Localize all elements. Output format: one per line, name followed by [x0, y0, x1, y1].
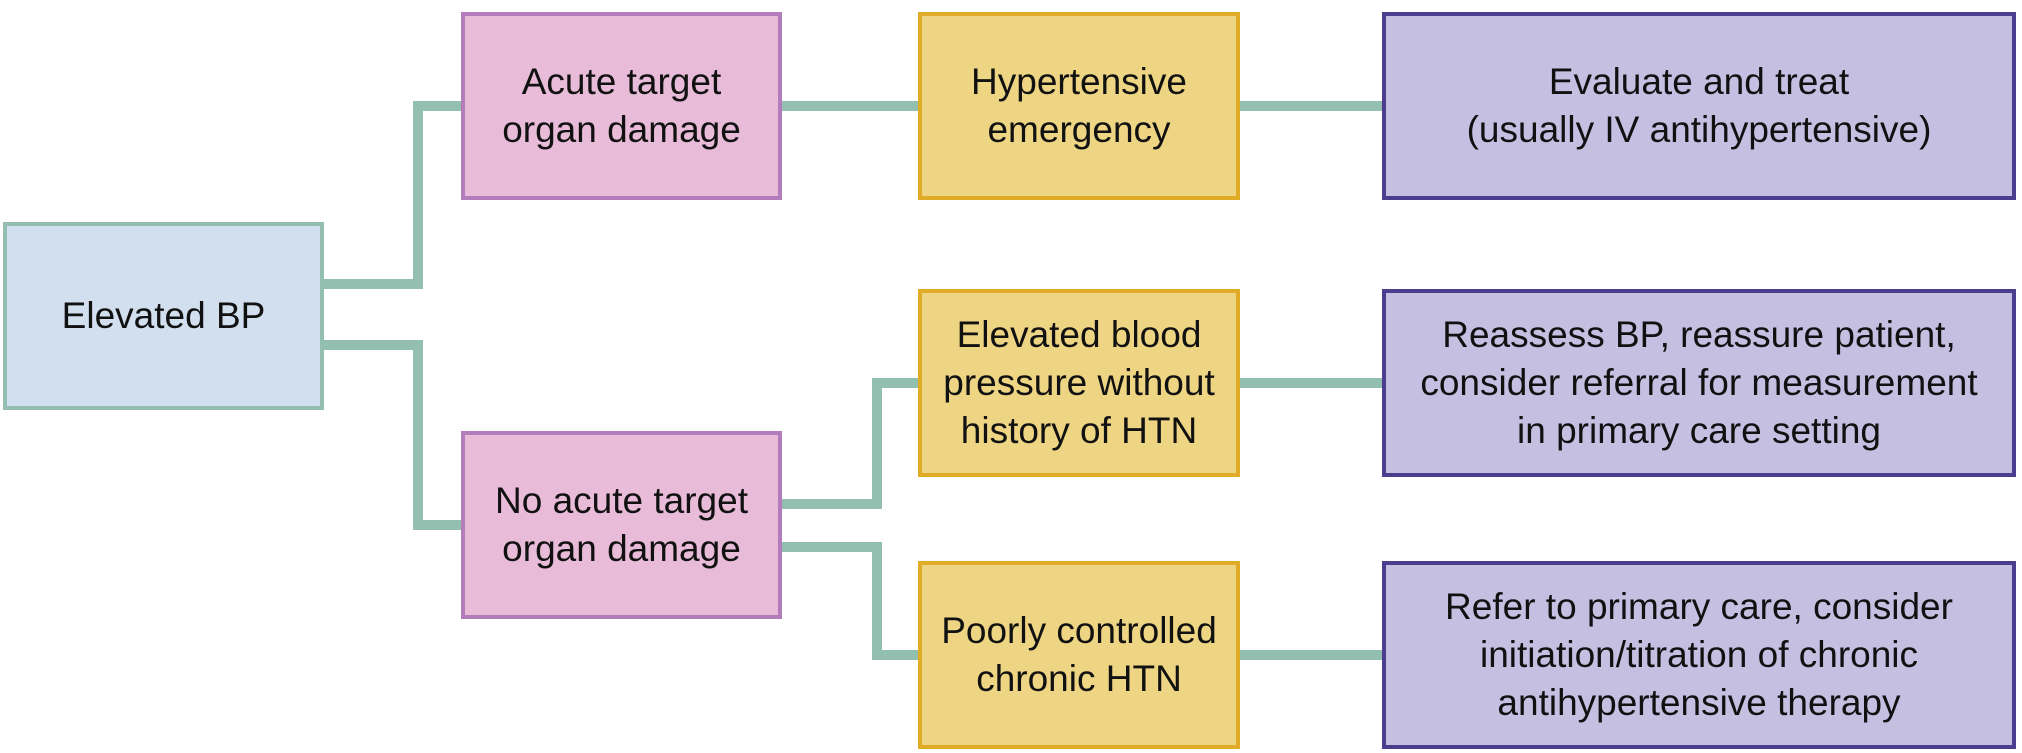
node-no-acute-target-organ-damage: No acute target organ damage: [461, 431, 782, 619]
connector-no-acute-to-elevated: [782, 378, 918, 509]
node-elevated-bp-without-history: Elevated blood pressure without history …: [918, 289, 1240, 477]
connector-no-acute-to-poorly-controlled: [782, 542, 918, 660]
node-action-reassess-bp: Reassess BP, reassure patient, consider …: [1382, 289, 2016, 477]
connector-root-to-acute: [324, 101, 461, 289]
node-poorly-controlled-chronic-htn: Poorly controlled chronic HTN: [918, 561, 1240, 749]
node-action-evaluate-and-treat: Evaluate and treat (usually IV antihyper…: [1382, 12, 2016, 200]
node-acute-target-organ-damage: Acute target organ damage: [461, 12, 782, 200]
connector-root-to-no-acute: [324, 340, 461, 530]
node-action-refer-to-primary-care: Refer to primary care, consider initiati…: [1382, 561, 2016, 749]
node-hypertensive-emergency: Hypertensive emergency: [918, 12, 1240, 200]
node-elevated-bp: Elevated BP: [3, 222, 324, 410]
